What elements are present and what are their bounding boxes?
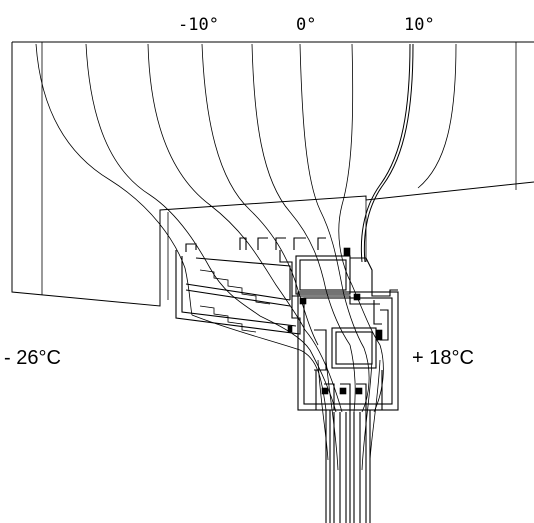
isotherm-curves bbox=[35, 43, 457, 349]
isotherm-label-10: 10° bbox=[404, 15, 435, 35]
glazing-unit bbox=[315, 359, 383, 523]
window-frame-profile bbox=[175, 237, 326, 335]
isotherm-label-0: 0° bbox=[296, 15, 316, 35]
wall-lintel bbox=[11, 41, 534, 307]
outside-temperature-label: - 26°C bbox=[4, 347, 61, 369]
isotherm-frame-paths bbox=[191, 314, 384, 413]
isotherm-label-minus-10: -10° bbox=[178, 15, 219, 35]
hardware-details bbox=[287, 247, 383, 395]
inside-temperature-label: + 18°C bbox=[412, 347, 474, 369]
